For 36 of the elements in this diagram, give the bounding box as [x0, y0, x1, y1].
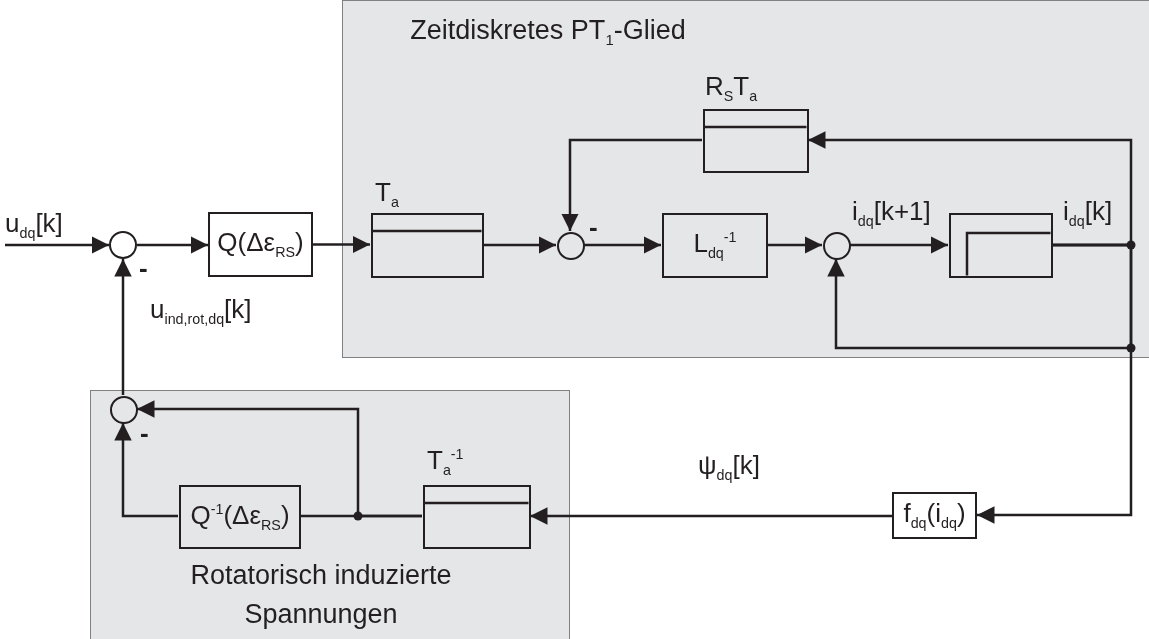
- arrow: [313, 235, 370, 254]
- arrow: [114, 259, 132, 395]
- subsystem-panel: [90, 390, 570, 639]
- panel-title: Zeitdiskretes PT$_{1}$-Glied: [409, 14, 687, 51]
- transfer-block: [892, 492, 977, 539]
- summing-junction: [823, 232, 851, 260]
- edge-label: u$_{dq}$[k]: [5, 210, 63, 241]
- arrow: [483, 236, 556, 254]
- block-label: T$_{a}$: [375, 179, 399, 210]
- block-label: Q$^{-1}$(Δε$_{RS}$): [190, 501, 290, 533]
- block-label: Q(Δε$_{RS}$): [217, 229, 304, 260]
- block-label: R$_{S}$T$_{a}$: [705, 73, 758, 104]
- sign-label: -: [139, 255, 148, 281]
- edge-label: ψ$_{dq}$[k]: [698, 452, 760, 483]
- delay-block: [949, 213, 1053, 278]
- arrow: [137, 400, 422, 518]
- panel-title: Rotatorisch induzierte Spannungen: [189, 559, 453, 632]
- transfer-block: [662, 213, 768, 278]
- arrow: [584, 236, 661, 254]
- edge-label: u$_{ind,rot,dq}$[k]: [150, 296, 252, 327]
- arrow: [137, 236, 208, 254]
- arrow: [977, 243, 1133, 524]
- subsystem-panel: [342, 0, 1149, 358]
- block-label: f$_{dq}$(i$_{dq}$): [903, 500, 966, 531]
- arrow: [850, 236, 948, 254]
- transfer-block: [179, 485, 301, 549]
- edge-label: i$_{dq}$[k+1]: [852, 198, 931, 229]
- arrow: [530, 507, 892, 525]
- signal-label: i$_{dq}$[k]: [1063, 198, 1113, 229]
- arrow: [114, 423, 178, 518]
- sign-label: -: [589, 214, 598, 240]
- arrow: [561, 138, 702, 231]
- sign-label: -: [140, 420, 149, 446]
- arrow: [5, 236, 109, 254]
- transfer-block: [208, 212, 313, 277]
- arrow: [767, 236, 822, 254]
